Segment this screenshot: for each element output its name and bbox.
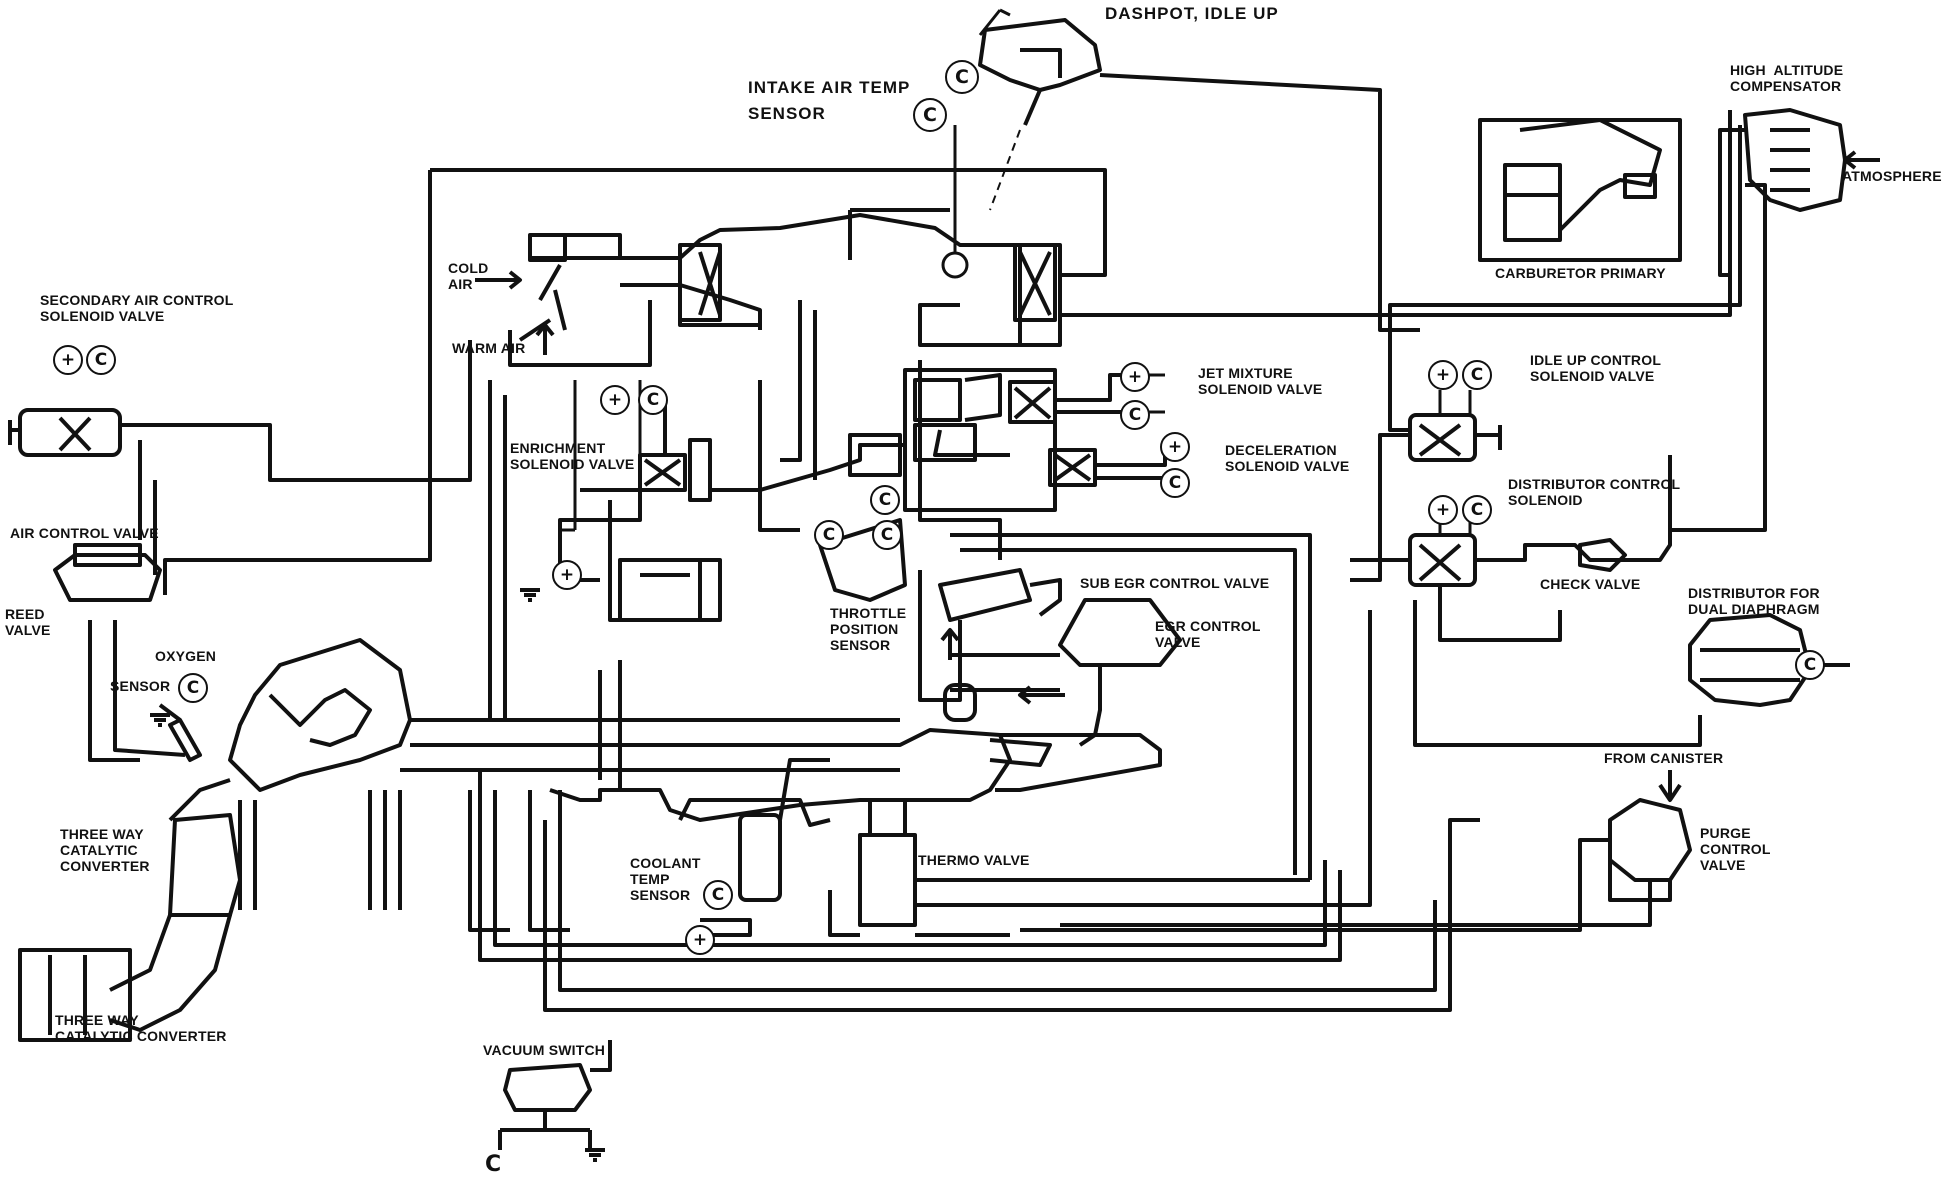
idle-up-control-label: IDLE UP CONTROL SOLENOID VALVE <box>1530 352 1662 384</box>
sensor-label: SENSOR <box>110 678 171 694</box>
intake-c-symbol: C <box>913 98 947 132</box>
vacuum-hose-left-run <box>163 170 432 595</box>
throttle-c-symbol-1: C <box>870 485 900 515</box>
air-control-valve-label: AIR CONTROL VALVE <box>10 525 159 541</box>
dashpot-body <box>978 18 1102 92</box>
coolant-temp-label: COOLANT TEMP SENSOR <box>630 855 701 903</box>
atmosphere-label: ATMOSPHERE <box>1842 168 1942 184</box>
jet-mixture-plus-symbol: + <box>1120 362 1150 392</box>
oxygen-c-symbol: C <box>178 673 208 703</box>
catalytic-converter-1 <box>168 813 242 917</box>
sub-egr-valve <box>938 568 1032 622</box>
distributor-control-label: DISTRIBUTOR CONTROL SOLENOID <box>1508 476 1681 508</box>
secondary-air-c-symbol: C <box>86 345 116 375</box>
exhaust-manifold <box>228 638 412 792</box>
thermo-valve-label: THERMO VALVE <box>918 852 1030 868</box>
coolant-plus-symbol: + <box>685 925 715 955</box>
vacuum-switch-body <box>503 1063 592 1112</box>
dashpot-c-symbol: C <box>945 60 979 94</box>
air-control-valve-body <box>53 553 162 602</box>
air-cleaner-duct <box>530 213 1062 347</box>
distributor-dual-label: DISTRIBUTOR FOR DUAL DIAPHRAGM <box>1688 585 1820 617</box>
vacuum-switch-label: VACUUM SWITCH <box>483 1042 606 1058</box>
reed-valve-label: REED VALVE <box>5 606 51 638</box>
egr-control-valve <box>1058 598 1182 667</box>
three-way-label-2: THREE WAY CATALYTIC CONVERTER <box>55 1012 227 1044</box>
purge-control-valve <box>1608 798 1692 882</box>
egr-control-label: EGR CONTROL VALVE <box>1155 618 1261 650</box>
check-valve <box>1578 538 1627 572</box>
deceleration-c-symbol: C <box>1160 468 1190 498</box>
enrichment-plus-symbol: + <box>600 385 630 415</box>
secondary-air-label: SECONDARY AIR CONTROL SOLENOID VALVE <box>40 292 234 324</box>
distributor-dual-diaphragm <box>1688 613 1812 707</box>
check-valve-label: CHECK VALVE <box>1540 576 1641 592</box>
warm-air-label: WARM AIR <box>452 340 526 356</box>
throttle-c-symbol-3: C <box>814 520 844 550</box>
secondary-air-plus-symbol: + <box>53 345 83 375</box>
throttle-c-symbol-2: C <box>872 520 902 550</box>
dashpot-label: DASHPOT, IDLE UP <box>1105 4 1279 23</box>
oxygen-label: OXYGEN <box>155 648 217 664</box>
enrichment-ground-plus-symbol: + <box>552 560 582 590</box>
distributor-control-plus-symbol: + <box>1428 495 1458 525</box>
carburetor-primary-label: CARBURETOR PRIMARY <box>1495 265 1666 281</box>
enrichment-c-symbol: C <box>638 385 668 415</box>
carburetor-primary-box <box>1478 118 1682 262</box>
enrichment-valve <box>638 453 687 492</box>
three-way-label-1: THREE WAY CATALYTIC CONVERTER <box>60 826 150 874</box>
throttle-position-label: THROTTLE POSITION SENSOR <box>830 605 907 653</box>
intake-air-temp-label: INTAKE AIR TEMP SENSOR <box>748 78 911 123</box>
thermo-valve-body <box>858 833 917 927</box>
deceleration-label: DECELERATION SOLENOID VALVE <box>1225 442 1350 474</box>
intake-air-temp-probe <box>941 251 969 279</box>
cold-air-label: COLD AIR <box>448 260 489 292</box>
deceleration-valve <box>1048 448 1097 487</box>
coolant-temp-sensor <box>738 813 782 902</box>
vacuum-hose-secondary-air <box>120 340 472 482</box>
catalytic-converter-2 <box>18 948 132 1042</box>
coolant-c-symbol: C <box>703 880 733 910</box>
high-altitude-compensator <box>1743 108 1847 212</box>
sub-egr-label: SUB EGR CONTROL VALVE <box>1080 575 1270 591</box>
enrichment-label: ENRICHMENT SOLENOID VALVE <box>510 440 635 472</box>
idle-up-c-symbol: C <box>1462 360 1492 390</box>
distributor-dual-c-symbol: C <box>1795 650 1825 680</box>
purge-control-label: PURGE CONTROL VALVE <box>1700 825 1771 873</box>
idle-up-plus-symbol: + <box>1428 360 1458 390</box>
high-altitude-label: HIGH ALTITUDE COMPENSATOR <box>1730 62 1844 94</box>
bottom-c-label: C <box>485 1152 502 1177</box>
jet-mixture-c-symbol: C <box>1120 400 1150 430</box>
idle-up-valve <box>1408 413 1477 462</box>
deceleration-plus-symbol: + <box>1160 432 1190 462</box>
distributor-control-c-symbol: C <box>1462 495 1492 525</box>
from-canister-label: FROM CANISTER <box>1604 750 1724 766</box>
vacuum-hose-top-loop <box>430 168 1107 277</box>
jet-mixture-label: JET MIXTURE SOLENOID VALVE <box>1198 365 1323 397</box>
